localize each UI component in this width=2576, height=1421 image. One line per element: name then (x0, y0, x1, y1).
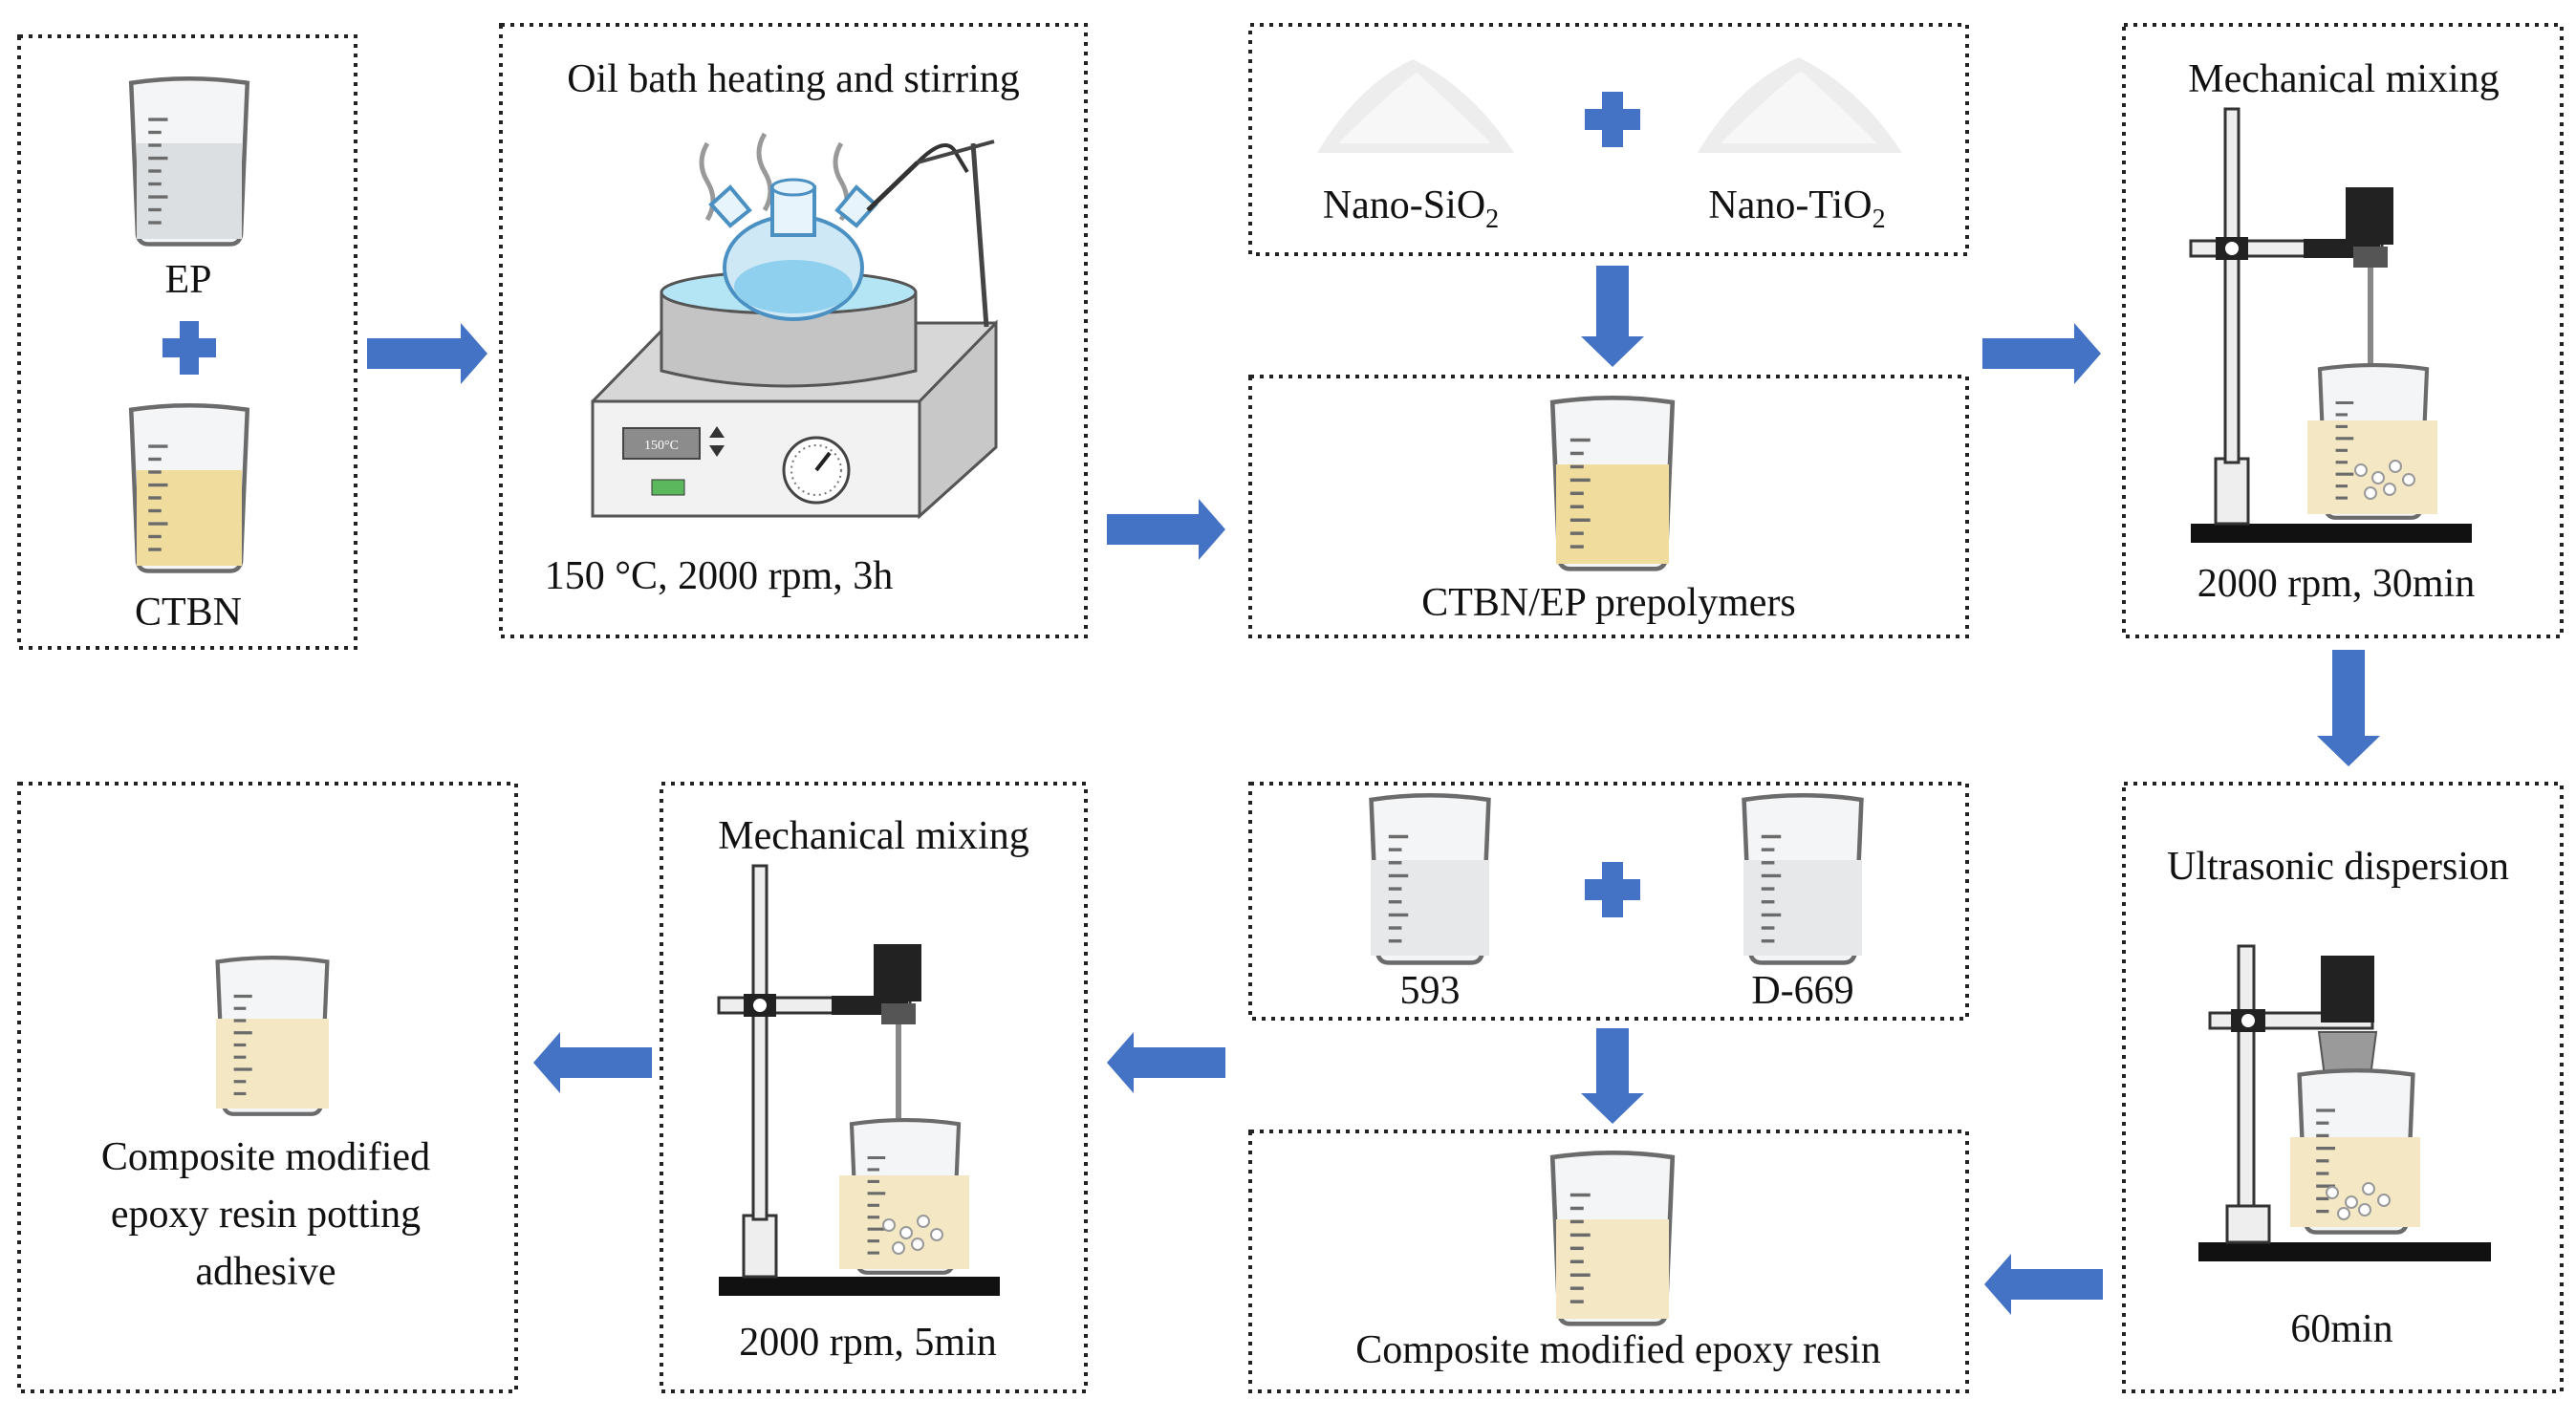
label-ctbn: CTBN (135, 591, 242, 635)
plus-icon (1585, 862, 1640, 917)
nano-fillers: Nano-SiO2 Nano-TiO2 (1317, 57, 1902, 234)
temp-display: 150°C (644, 439, 679, 453)
box-mech-mix-1 (2122, 23, 2564, 638)
label-593: 593 (1400, 969, 1461, 1013)
beaker-icon (1552, 1152, 1673, 1324)
arrow-down-icon (2317, 650, 2380, 766)
plus-icon (1585, 92, 1640, 147)
box-ultrasonic (2122, 782, 2564, 1393)
box-oil-bath (499, 23, 1088, 638)
box-nano-fillers (1248, 23, 1969, 256)
label-composite-resin: Composite modified epoxy resin (1355, 1328, 1880, 1372)
label-final-line3: adhesive (196, 1250, 336, 1294)
powder-pile-icon (1698, 57, 1902, 153)
title-mech-mix-1: Mechanical mixing (2188, 57, 2499, 101)
flow-arrows (367, 266, 2380, 1315)
thermometer-icon (782, 436, 851, 505)
final-adhesive: Composite modified epoxy resin potting a… (101, 958, 430, 1294)
arrow-right-icon (1982, 323, 2101, 384)
label-d669: D-669 (1751, 969, 1853, 1013)
arrow-left-icon (1984, 1254, 2103, 1315)
arrow-left-icon (1107, 1032, 1225, 1093)
title-ultrasonic: Ultrasonic dispersion (2167, 845, 2509, 889)
beaker-icon (2307, 365, 2437, 518)
ultrasonic: Ultrasonic dispersion 60min (2167, 845, 2509, 1351)
box-hardeners (1248, 782, 1969, 1021)
params-ultrasonic: 60min (2290, 1307, 2392, 1351)
arrow-down-icon (1581, 266, 1644, 367)
label-final-line1: Composite modified (101, 1135, 430, 1179)
arrow-right-icon (367, 323, 487, 384)
box-final-adhesive (17, 782, 518, 1393)
params-mech-mix-2: 2000 rpm, 5min (739, 1321, 997, 1365)
beaker-icon (1371, 795, 1489, 962)
title-mech-mix-2: Mechanical mixing (718, 814, 1028, 858)
plus-icon (162, 321, 216, 375)
box-mech-mix-2 (660, 782, 1088, 1393)
raw-materials: EP CTBN (131, 78, 248, 635)
beaker-icon (131, 405, 248, 571)
arrow-down-icon (1581, 1028, 1644, 1124)
beaker-icon (1743, 795, 1862, 962)
label-nano-tio2: Nano-TiO2 (1708, 183, 1885, 234)
label-ep: EP (164, 258, 211, 302)
mech-mix-1: Mechanical mixing 2000 rpm, 30min (2188, 57, 2499, 606)
prepolymer: CTBN/EP prepolymers (1421, 398, 1796, 625)
arrow-left-icon (533, 1032, 652, 1093)
box-raw-materials (17, 34, 357, 650)
params-oil-bath: 150 °C, 2000 rpm, 3h (545, 554, 893, 598)
label-prepolymer: CTBN/EP prepolymers (1421, 581, 1796, 625)
params-mech-mix-1: 2000 rpm, 30min (2197, 562, 2476, 606)
beaker-icon (839, 1120, 969, 1273)
composite-resin: Composite modified epoxy resin (1355, 1152, 1881, 1372)
flask-icon (708, 140, 995, 328)
label-final-line2: epoxy resin potting (111, 1193, 421, 1237)
beaker-icon (216, 958, 329, 1114)
label-nano-sio2: Nano-SiO2 (1323, 183, 1499, 234)
title-oil-bath: Oil bath heating and stirring (567, 57, 1020, 101)
arrow-right-icon (1107, 499, 1225, 560)
hardeners: 593 D-669 (1371, 795, 1862, 1013)
step-borders (17, 23, 2564, 1393)
mech-mix-2: Mechanical mixing 2000 rpm, 5min (717, 814, 1029, 1365)
beaker-icon (131, 78, 248, 244)
powder-pile-icon (1317, 59, 1514, 153)
beaker-icon (2290, 1070, 2420, 1232)
oil-bath-step: Oil bath heating and stirring 150°C (545, 57, 1020, 598)
beaker-icon (1552, 398, 1673, 569)
